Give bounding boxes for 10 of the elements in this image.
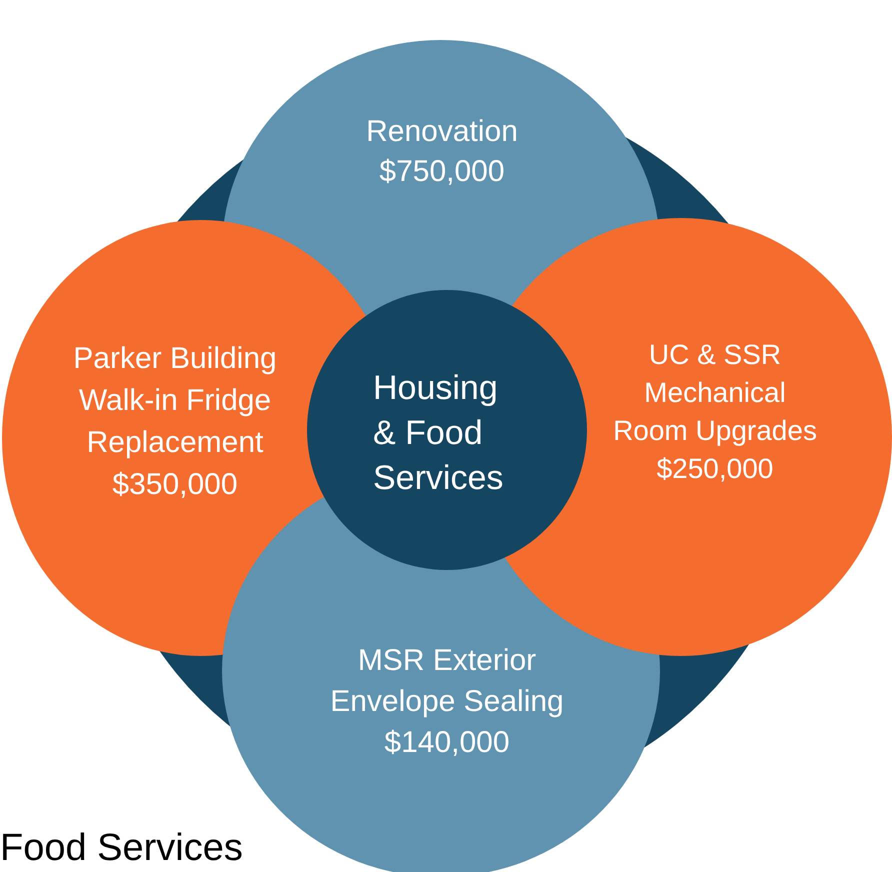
amount-text: $250,000 — [656, 452, 774, 486]
amount-text: $350,000 — [111, 467, 239, 503]
amount-text: $140,000 — [383, 725, 511, 761]
node-text: MSR Exterior Envelope Sealing — [329, 643, 565, 720]
node-text: Parker Building Walk-in Fridge Replacement — [72, 341, 278, 461]
node-text: Housing & Food Services — [373, 368, 504, 499]
amount-text: $750,000 — [378, 154, 506, 190]
caption-text: Food Services — [0, 826, 243, 870]
node-text: UC & SSR Mechanical Room Upgrades — [612, 338, 818, 448]
node-text: Renovation — [365, 114, 519, 150]
